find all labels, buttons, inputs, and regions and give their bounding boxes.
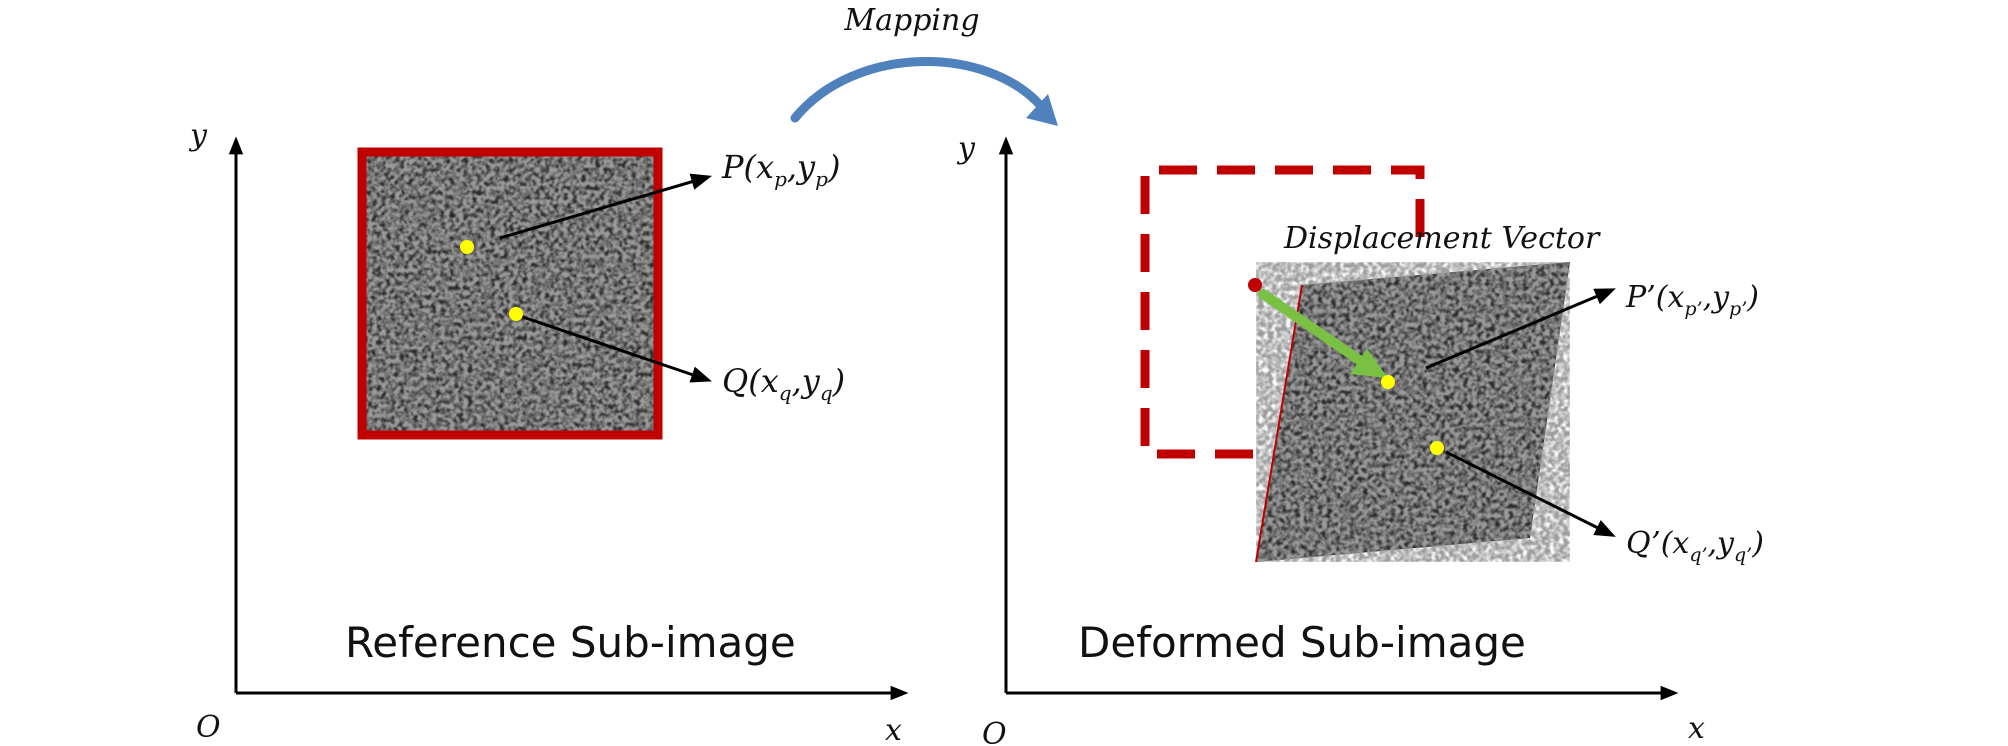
point-q-marker	[509, 307, 523, 321]
reference-subimage	[357, 147, 663, 440]
right-y-label: y	[956, 131, 976, 166]
left-x-label: x	[885, 713, 902, 746]
q-leader-arrow	[519, 314, 712, 383]
point-p-prime-marker	[1381, 375, 1395, 389]
left-y-label: y	[188, 118, 208, 153]
p-prime-leader-arrow	[1425, 288, 1616, 370]
original-point-marker	[1248, 278, 1262, 292]
point-q-prime-marker	[1430, 441, 1444, 455]
mapping-label: Mapping	[843, 3, 979, 38]
label-p: P(xp,yp)	[721, 148, 840, 191]
point-p-marker	[460, 240, 474, 254]
displacement-label: Displacement Vector	[1283, 221, 1601, 256]
right-x-label: x	[1688, 711, 1705, 746]
right-caption: Deformed Sub-image	[1078, 618, 1526, 667]
label-q: Q(xq,yq)	[722, 362, 845, 405]
left-caption: Reference Sub-image	[345, 618, 796, 667]
label-q-prime: Q’(xq’,yq’)	[1626, 526, 1764, 566]
p-leader-arrow	[499, 173, 713, 240]
deformed-subimage	[1255, 262, 1570, 563]
mapping-arrow	[790, 57, 1058, 126]
left-origin-label: O	[196, 710, 221, 745]
displacement-vector-shaft	[1258, 289, 1370, 369]
q-prime-leader-arrow	[1445, 450, 1616, 537]
displacement-vector-head	[1350, 349, 1388, 378]
original-frame-dashed	[1140, 165, 1425, 459]
right-panel: y x O Displacement Vector P’(xp’,yp’) Q’…	[956, 131, 1764, 746]
label-p-prime: P’(xp’,yp’)	[1625, 280, 1759, 320]
left-panel: y x O P(xp,yp) Q(xq,yq) Reference Sub-im…	[188, 118, 909, 746]
reference-frame	[357, 147, 663, 440]
right-origin-label: O	[982, 717, 1007, 746]
